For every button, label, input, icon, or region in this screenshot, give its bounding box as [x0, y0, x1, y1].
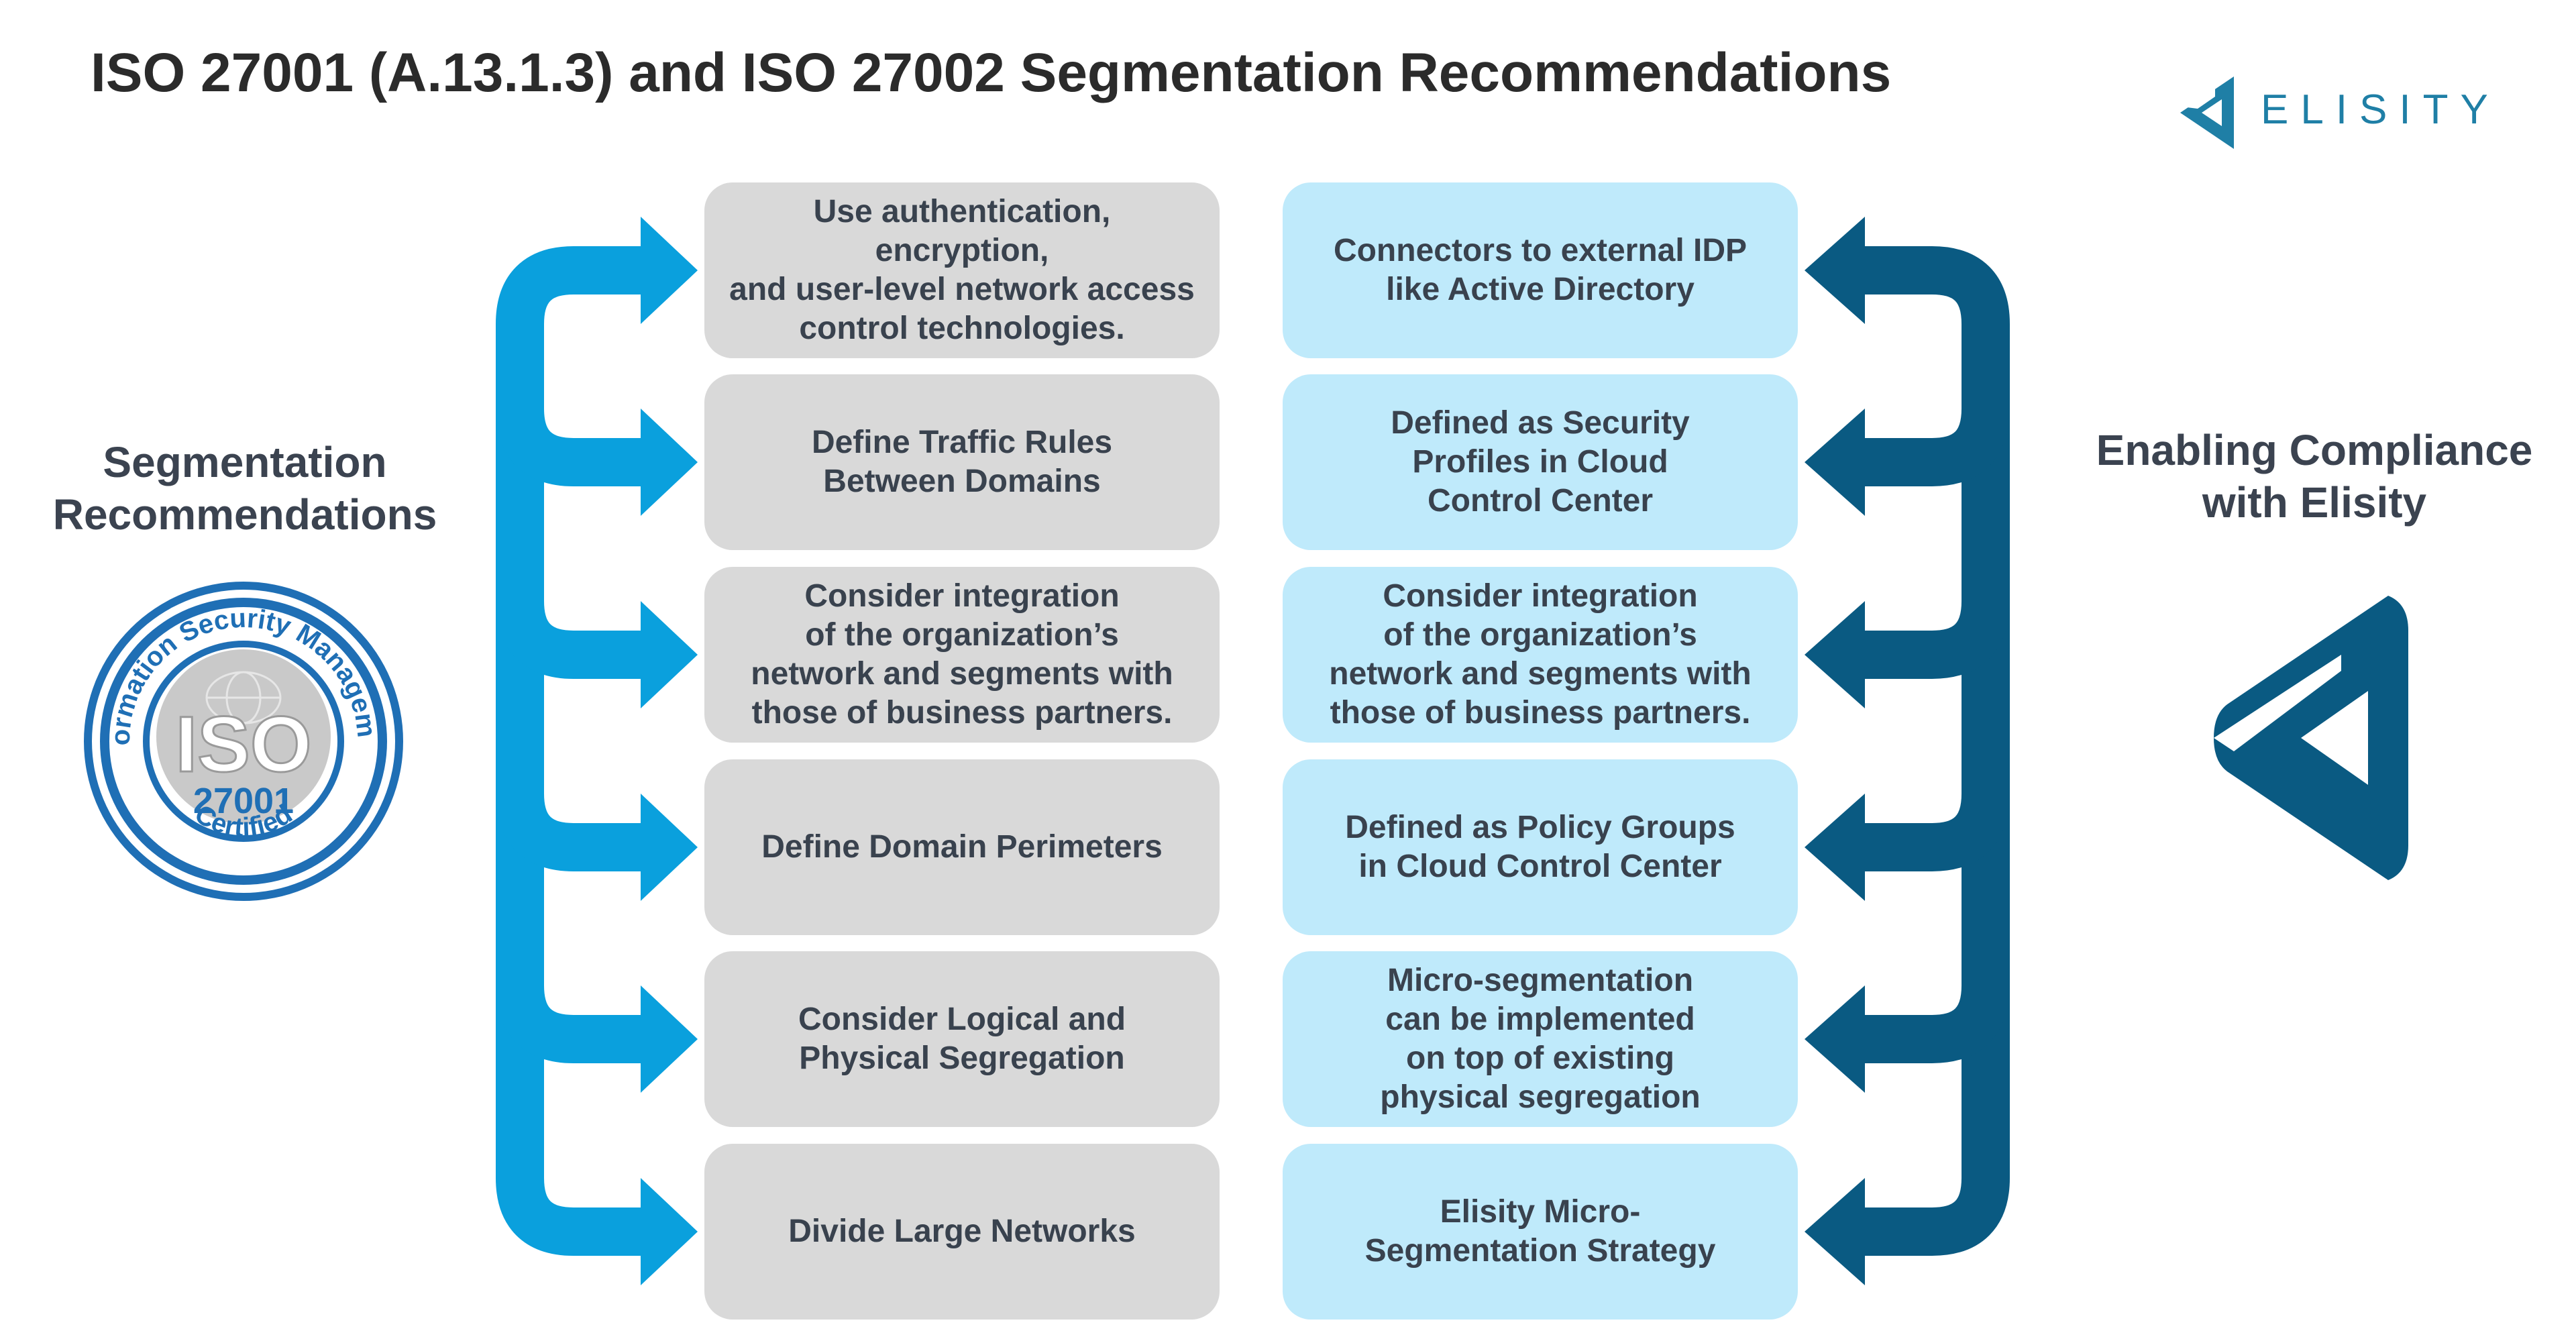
- right-arrowhead-icon: [641, 985, 698, 1093]
- recommendation-box: Consider integration of the organization…: [704, 567, 1220, 743]
- left-bracket-spine: [496, 246, 647, 1256]
- elisity-logo-icon: [2180, 76, 2234, 149]
- recommendation-text: Define Domain Perimeters: [761, 829, 1163, 865]
- left-arrowhead-icon: [1805, 601, 1865, 708]
- capability-box: Consider integration of the organization…: [1283, 567, 1798, 743]
- right-arrowhead-icon: [641, 409, 698, 516]
- right-branch: [1858, 984, 2010, 1063]
- right-bracket-spine: [1858, 246, 2010, 1256]
- right-branch: [1858, 600, 2010, 679]
- right-heading: Enabling Compliance with Elisity: [2096, 426, 2533, 527]
- right-arrowhead-icon: [641, 601, 698, 708]
- recommendation-text: Consider Logical and Physical Segregatio…: [798, 1002, 1126, 1076]
- capability-box: Defined as Security Profiles in Cloud Co…: [1283, 374, 1798, 550]
- left-branch: [496, 600, 647, 679]
- right-arrowhead-icon: [641, 1178, 698, 1285]
- left-arrowhead-icon: [1805, 1178, 1865, 1285]
- recommendation-text: Consider integration of the organization…: [751, 578, 1173, 731]
- capability-box: Defined as Policy Groups in Cloud Contro…: [1283, 759, 1798, 935]
- iso-27001-badge-icon: ISO 27001 Information Security Managemen…: [79, 577, 403, 901]
- left-arrowhead-icon: [1805, 217, 1865, 324]
- capability-text: Elisity Micro- Segmentation Strategy: [1364, 1194, 1716, 1269]
- recommendation-box: Define Domain Perimeters: [704, 759, 1220, 935]
- right-arrowhead-icon: [641, 794, 698, 901]
- recommendation-text: Define Traffic Rules Between Domains: [811, 425, 1113, 499]
- recommendation-box: Use authentication, encryption, and user…: [704, 182, 1220, 358]
- recommendation-text: Use authentication, encryption, and user…: [729, 194, 1195, 346]
- elisity-large-logo-icon: [2214, 596, 2408, 880]
- right-branch: [1858, 407, 2010, 486]
- capability-text: Micro-segmentation can be implemented on…: [1380, 963, 1701, 1115]
- recommendation-box: Consider Logical and Physical Segregatio…: [704, 951, 1220, 1127]
- recommendation-text: Divide Large Networks: [788, 1214, 1136, 1249]
- capability-box: Elisity Micro- Segmentation Strategy: [1283, 1144, 1798, 1320]
- left-arrowhead-icon: [1805, 409, 1865, 516]
- page-title: ISO 27001 (A.13.1.3) and ISO 27002 Segme…: [91, 42, 1892, 103]
- capability-box: Micro-segmentation can be implemented on…: [1283, 951, 1798, 1127]
- right-arrowhead-icon: [641, 217, 698, 324]
- recommendation-box: Define Traffic Rules Between Domains: [704, 374, 1220, 550]
- left-arrowhead-icon: [1805, 985, 1865, 1093]
- capability-text: Defined as Security Profiles in Cloud Co…: [1391, 405, 1690, 519]
- left-heading: Segmentation Recommendations: [52, 438, 437, 539]
- left-arrowhead-icon: [1805, 794, 1865, 901]
- capability-text: Connectors to external IDP like Active D…: [1333, 233, 1748, 307]
- badge-iso-text: ISO: [175, 700, 311, 789]
- capability-box: Connectors to external IDP like Active D…: [1283, 182, 1798, 358]
- capability-text: Consider integration of the organization…: [1329, 578, 1752, 731]
- elisity-wordmark: ELISITY: [2261, 87, 2500, 133]
- badge-number-text: 27001: [193, 781, 294, 821]
- right-branch: [1858, 792, 2010, 871]
- left-branch: [496, 984, 647, 1063]
- capability-text: Defined as Policy Groups in Cloud Contro…: [1345, 810, 1735, 884]
- recommendation-box: Divide Large Networks: [704, 1144, 1220, 1320]
- left-branch: [496, 792, 647, 871]
- left-branch: [496, 407, 647, 486]
